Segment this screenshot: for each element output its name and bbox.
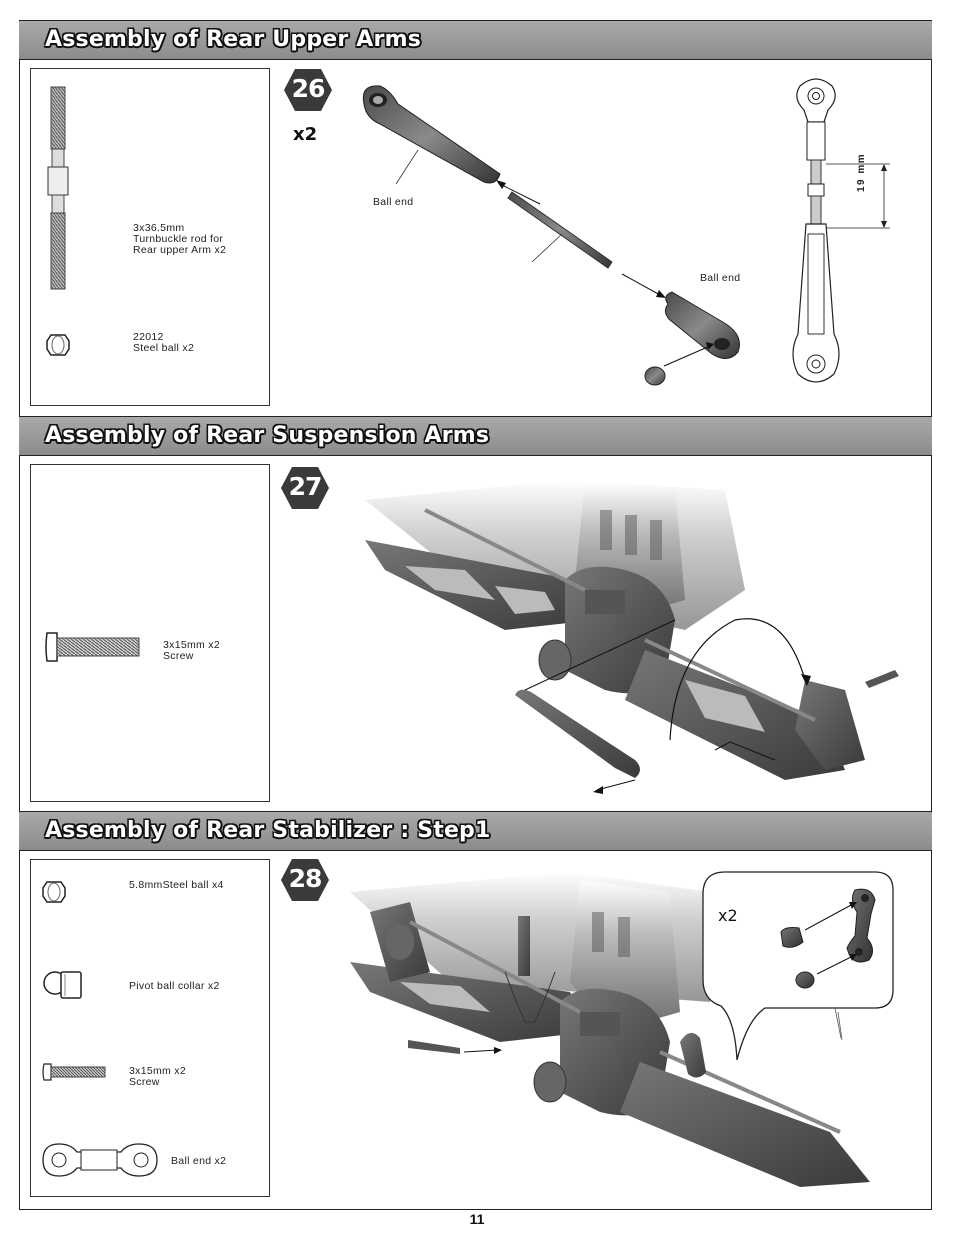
step-number: 27 [280, 472, 330, 501]
pivot-ball-collar-icon [41, 970, 91, 1002]
step-28-badge: 28 [280, 858, 330, 902]
upper-arm-exploded-illustration [350, 74, 750, 394]
dimension-19mm: 19 mm [856, 153, 867, 192]
part-label-screw: 3x15mm x2 Screw [129, 1066, 186, 1088]
callout-ball-end-upper: Ball end [373, 196, 413, 208]
rear-suspension-assembly-illustration [345, 470, 905, 800]
callout-ball-end-lower: Ball end [700, 272, 740, 284]
part-label-steel-ball: 22012 Steel ball x2 [133, 332, 194, 354]
part-label-steel-ball: 5.8mmSteel ball x4 [129, 880, 224, 891]
section-header-rear-upper-arms: Assembly of Rear Upper Arms [19, 20, 932, 60]
section-title: Assembly of Rear Stabilizer : Step1 [45, 818, 491, 843]
section-title: Assembly of Rear Suspension Arms [45, 423, 489, 448]
parts-box-step-26: 3x36.5mm Turnbuckle rod for Rear upper A… [30, 68, 270, 406]
part-label-screw: 3x15mm x2 Screw [163, 640, 220, 662]
steel-ball-icon [41, 880, 71, 904]
section-title: Assembly of Rear Upper Arms [45, 27, 421, 52]
turnbuckle-rod-icon [43, 83, 103, 313]
step-number: 28 [280, 864, 330, 893]
assembled-upper-arm-diagram [780, 74, 900, 394]
section-header-rear-suspension-arms: Assembly of Rear Suspension Arms [19, 416, 932, 456]
screw-icon [43, 627, 153, 667]
callout-quantity: x2 [718, 906, 738, 925]
parts-box-step-28: 5.8mmSteel ball x4 Pivot ball collar x2 … [30, 859, 270, 1197]
part-label-ball-end: Ball end x2 [171, 1156, 226, 1167]
parts-box-step-27: 3x15mm x2 Screw [30, 464, 270, 802]
step-number: 26 [283, 74, 333, 103]
step-26-badge: 26 [283, 68, 333, 112]
part-label-pivot-ball-collar: Pivot ball collar x2 [129, 981, 220, 992]
step-27-badge: 27 [280, 466, 330, 510]
page-number: 11 [0, 1211, 954, 1227]
part-label-turnbuckle: 3x36.5mm Turnbuckle rod for Rear upper A… [133, 223, 226, 256]
steel-ball-icon [45, 333, 75, 357]
ball-end-icon [41, 1140, 161, 1180]
callout-bubble [695, 870, 895, 1090]
quantity-label: x2 [293, 124, 317, 145]
section-header-rear-stabilizer: Assembly of Rear Stabilizer : Step1 [19, 811, 932, 851]
screw-icon [41, 1060, 121, 1084]
